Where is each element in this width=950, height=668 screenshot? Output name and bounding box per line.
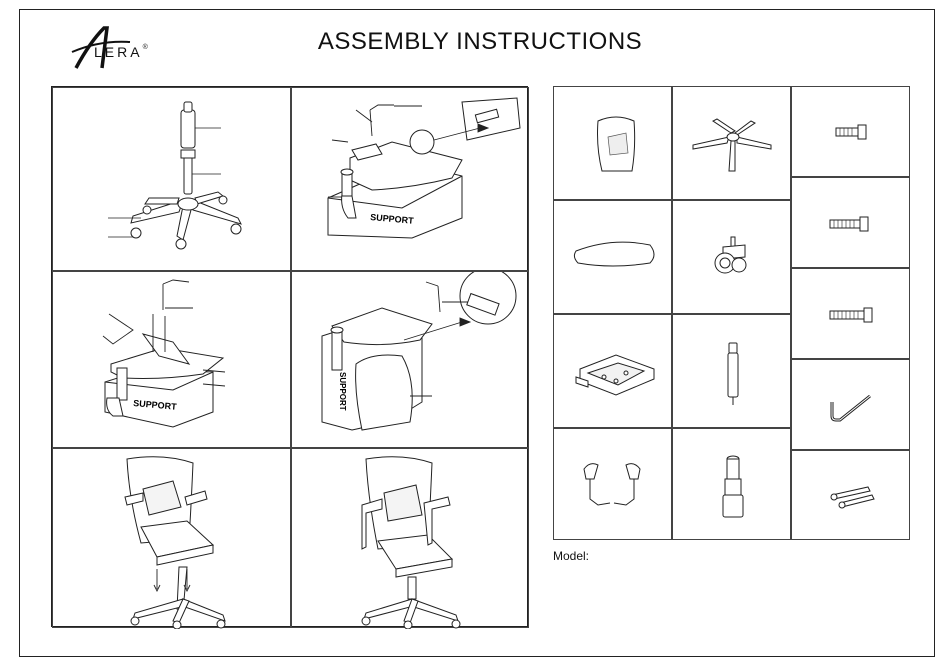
model-label: Model: — [553, 549, 589, 563]
step-3: SUPPORT — [52, 271, 291, 448]
gas-lift-cover-icon — [673, 429, 792, 541]
mechanism-attach-seat-illustration: SUPPORT — [292, 88, 530, 272]
part-backrest — [553, 86, 672, 200]
part-screwdrivers — [791, 450, 910, 540]
step-4: SUPPORT — [291, 271, 529, 448]
parts-list-panel — [553, 86, 910, 540]
part-caster — [672, 200, 791, 314]
base-gas-lift-casters-illustration — [53, 88, 292, 272]
step-1 — [52, 87, 291, 271]
step-5 — [52, 448, 291, 628]
support-label: SUPPORT — [338, 372, 347, 411]
assembled-chair-illustration — [292, 449, 530, 629]
part-base — [672, 86, 791, 200]
page-title: ASSEMBLY INSTRUCTIONS — [250, 28, 710, 56]
part-armrests — [553, 428, 672, 540]
part-bolt-short — [791, 86, 910, 177]
armrest-attach-seat-illustration: SUPPORT — [53, 272, 292, 449]
part-gas-lift-cover — [672, 428, 791, 540]
step-6 — [291, 448, 529, 628]
assembly-steps-panel: SUPPORT SUPPORT — [51, 86, 528, 627]
brand-name: LERA® — [94, 44, 148, 60]
part-allen-key — [791, 359, 910, 450]
part-gas-lift — [672, 314, 791, 428]
part-bolt-medium — [791, 177, 910, 268]
part-bolt-long — [791, 268, 910, 359]
step-2: SUPPORT — [291, 87, 529, 271]
five-star-base-icon — [673, 87, 792, 201]
allen-key-icon — [792, 360, 911, 451]
tilt-mechanism-icon — [554, 315, 673, 429]
bolt-icon — [792, 178, 911, 269]
bolt-icon — [792, 87, 911, 178]
tool-pair-icon — [792, 451, 911, 541]
bolt-icon — [792, 269, 911, 360]
backrest-attach-illustration: SUPPORT — [292, 272, 530, 449]
seat-cushion-icon — [554, 201, 673, 315]
armrest-pair-icon — [554, 429, 673, 541]
caster-icon — [673, 201, 792, 315]
backrest-icon — [554, 87, 673, 201]
gas-lift-icon — [673, 315, 792, 429]
part-mechanism — [553, 314, 672, 428]
part-seat — [553, 200, 672, 314]
chair-onto-base-illustration — [53, 449, 292, 629]
